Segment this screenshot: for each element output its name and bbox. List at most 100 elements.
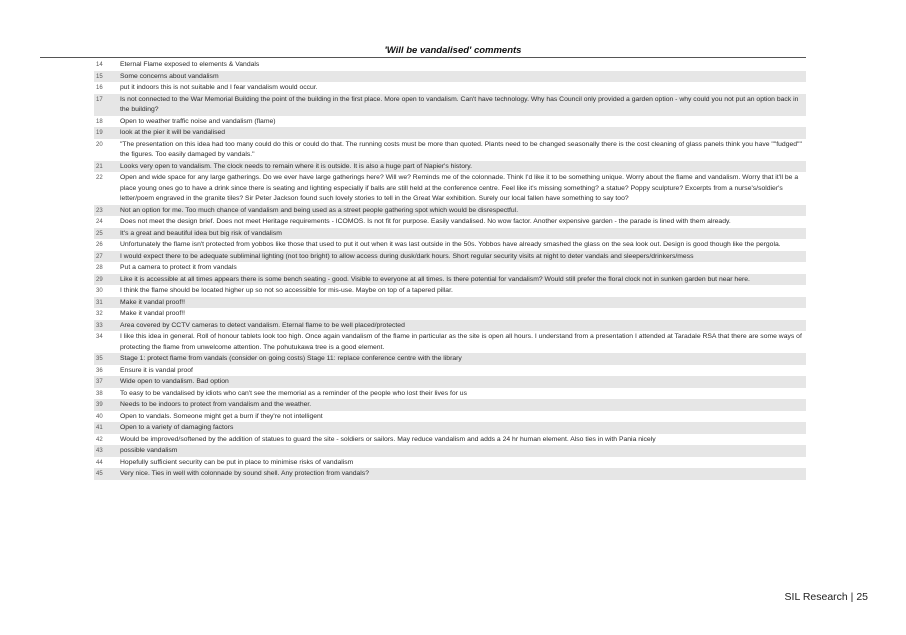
row-number: 40	[96, 413, 103, 420]
row-number: 36	[96, 367, 103, 374]
row-number: 28	[96, 265, 103, 271]
comment-row: 44 Hopefully sufficient security can be p…	[94, 457, 806, 469]
comment-text: Some concerns about vandalism	[120, 72, 219, 80]
row-number: 29	[96, 276, 103, 283]
page-footer: SIL Research | 25	[784, 591, 868, 603]
row-number: 42	[96, 436, 103, 443]
comment-text: Looks very open to vandalism. The clock …	[120, 162, 473, 170]
row-number: 39	[96, 402, 103, 408]
comment-row: 16 put it indoors this is not suitable an…	[94, 82, 806, 94]
comment-row: 25 It's a great and beautiful idea but bi…	[94, 227, 806, 239]
comment-row: 39 Needs to be indoors to protect from va…	[94, 399, 806, 411]
comment-text: Open to weather traffic noise and vandal…	[120, 117, 276, 125]
row-number: 32	[96, 311, 103, 317]
row-number: 34	[96, 334, 103, 340]
row-number: 38	[96, 390, 103, 397]
row-number: 31	[96, 299, 103, 306]
row-number: 17	[96, 96, 103, 103]
row-number: 23	[96, 207, 103, 214]
row-number: 43	[96, 448, 103, 454]
comment-text: Make it vandal proof!!	[120, 298, 185, 306]
comment-text: Unfortunately the flame isn't protected …	[120, 241, 781, 248]
comment-text: Put a camera to protect it from vandals	[120, 264, 237, 271]
comment-row: 26 Unfortunately the flame isn't protecte…	[94, 239, 806, 251]
comment-row: 18 Open to weather traffic noise and vand…	[94, 116, 806, 128]
comment-row: 34 I like this idea in general. Roll of h…	[94, 331, 806, 353]
comment-text: Not an option for me. Too much chance of…	[120, 206, 519, 214]
comment-text: I like this idea in general. Roll of hon…	[120, 333, 802, 351]
title-divider	[40, 57, 806, 58]
comment-row: 27 I would expect there to be adequate su…	[94, 250, 806, 262]
row-number: 22	[96, 175, 103, 181]
comment-text: Does not meet the design brief. Does not…	[120, 218, 731, 225]
comment-text: It's a great and beautiful idea but big …	[120, 229, 282, 237]
row-number: 30	[96, 288, 103, 294]
comment-text: Like it is accessible at all times appea…	[120, 275, 750, 283]
row-number: 18	[96, 118, 103, 125]
comment-row: 32 Make it vandal proof!!	[94, 308, 806, 320]
comment-text: Open to vandals. Someone might get a bur…	[120, 412, 323, 420]
comment-row: 14 Eternal Flame exposed to elements & Va…	[94, 59, 806, 71]
comment-text: possible vandalism	[120, 447, 178, 454]
comment-text: Stage 1: protect flame from vandals (con…	[120, 355, 462, 362]
comment-row: 33 Area covered by CCTV cameras to detect…	[94, 319, 806, 331]
comment-row: 42 Would be improved/softened by the addi…	[94, 434, 806, 446]
row-number: 27	[96, 253, 103, 260]
comment-row: 43 possible vandalism	[94, 445, 806, 457]
comment-text: Open to a variety of damaging factors	[120, 424, 234, 431]
comment-text: look at the pier it will be vandalised	[120, 129, 226, 136]
comment-text: Eternal Flame exposed to elements & Vand…	[120, 61, 260, 68]
comment-row: 45 Very nice. Ties in well with colonnade…	[94, 468, 806, 480]
row-number: 20	[96, 141, 103, 148]
comment-row: 38 To easy to be vandalised by idiots who…	[94, 388, 806, 400]
comment-text: "The presentation on this idea had too m…	[120, 140, 802, 159]
row-number: 19	[96, 130, 103, 136]
comments-table: 14 Eternal Flame exposed to elements & Va…	[94, 59, 806, 480]
comment-text: Very nice. Ties in well with colonnade b…	[120, 470, 369, 477]
comment-text: Wide open to vandalism. Bad option	[120, 378, 229, 385]
comment-row: 15 Some concerns about vandalism	[94, 70, 806, 82]
comment-text: Open and wide space for any large gather…	[120, 174, 799, 202]
row-number: 24	[96, 219, 103, 225]
comment-row: 17 Is not connected to the War Memorial B…	[94, 93, 806, 116]
row-number: 15	[96, 73, 103, 80]
comment-text: I would expect there to be adequate subl…	[120, 252, 694, 260]
comment-row: 19 look at the pier it will be vandalised	[94, 127, 806, 139]
row-number: 33	[96, 322, 103, 329]
row-number: 16	[96, 85, 103, 91]
row-number: 44	[96, 459, 103, 466]
comment-row: 40 Open to vandals. Someone might get a b…	[94, 411, 806, 423]
comment-text: I think the flame should be located high…	[120, 287, 453, 294]
comment-row: 20 "The presentation on this idea had too…	[94, 139, 806, 161]
row-number: 35	[96, 356, 103, 362]
comment-text: To easy to be vandalised by idiots who c…	[120, 389, 467, 397]
comment-row: 21 Looks very open to vandalism. The cloc…	[94, 160, 806, 172]
comment-text: put it indoors this is not suitable and …	[120, 84, 318, 91]
comment-row: 22 Open and wide space for any large gath…	[94, 172, 806, 205]
comment-row: 28 Put a camera to protect it from vandal…	[94, 262, 806, 274]
comment-row: 30 I think the flame should be located hi…	[94, 285, 806, 297]
comment-row: 23 Not an option for me. Too much chance …	[94, 204, 806, 216]
comment-row: 36 Ensure it is vandal proof	[94, 365, 806, 377]
comment-text: Ensure it is vandal proof	[120, 366, 193, 374]
row-number: 45	[96, 471, 103, 477]
comment-row: 41 Open to a variety of damaging factors	[94, 422, 806, 434]
comment-row: 35 Stage 1: protect flame from vandals (c…	[94, 353, 806, 365]
comment-text: Hopefully sufficient security can be put…	[120, 458, 354, 466]
row-number: 37	[96, 379, 103, 385]
comment-row: 31 Make it vandal proof!!	[94, 296, 806, 308]
comment-row: 29 Like it is accessible at all times app…	[94, 273, 806, 285]
comment-text: Make it vandal proof!!	[120, 310, 185, 317]
comment-text: Is not connected to the War Memorial Bui…	[120, 95, 799, 114]
comment-text: Would be improved/softened by the additi…	[120, 435, 656, 443]
comment-text: Needs to be indoors to protect from vand…	[120, 401, 312, 408]
comment-row: 37 Wide open to vandalism. Bad option	[94, 376, 806, 388]
comment-row: 24 Does not meet the design brief. Does n…	[94, 216, 806, 228]
comment-text: Area covered by CCTV cameras to detect v…	[120, 321, 405, 329]
row-number: 21	[96, 163, 103, 170]
row-number: 26	[96, 242, 103, 248]
row-number: 41	[96, 425, 103, 431]
row-number: 25	[96, 230, 103, 237]
row-number: 14	[96, 62, 103, 68]
page-title: 'Will be vandalised' comments	[384, 45, 522, 56]
